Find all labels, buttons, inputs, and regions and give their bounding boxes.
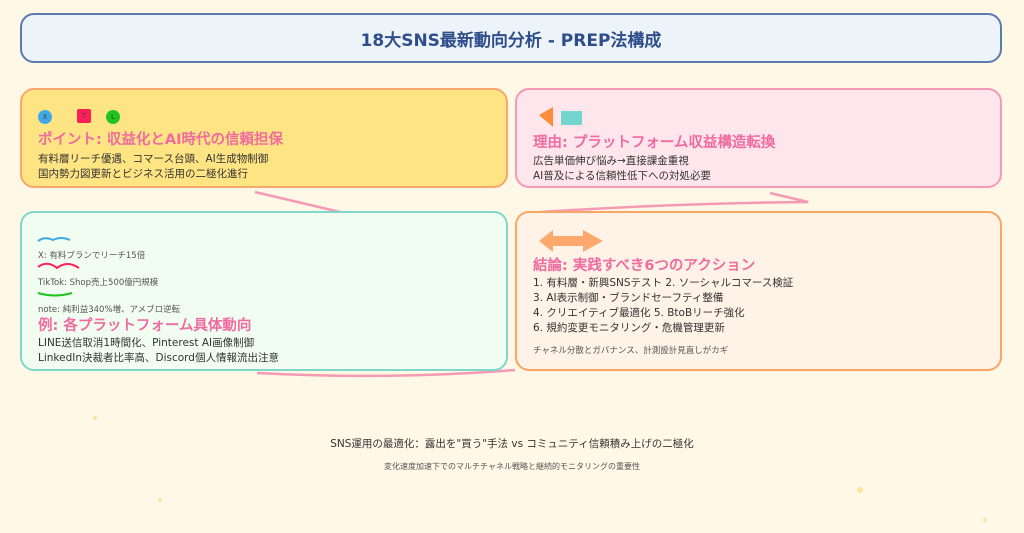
connector-reason-conclusion <box>539 191 809 214</box>
sparkle <box>983 518 987 522</box>
reason-line: 広告単価伸び悩み→直接課金重視 <box>533 155 689 167</box>
point-line: 国内勢力図更新とビジネス活用の二極化進行 <box>38 168 248 180</box>
wave-icon-x <box>37 237 71 242</box>
double-arrow-icon <box>539 230 603 252</box>
reason-line: AI普及による信頼性低下への対処必要 <box>533 170 711 182</box>
example-heading: 例: 各プラットフォーム具体動向 <box>38 318 252 334</box>
x-logo-icon: X <box>38 110 52 124</box>
example-box: X: 有料プランでリーチ15倍 TikTok: Shop売上500億円規模 no… <box>20 211 508 371</box>
conclusion-note: チャネル分散とガバナンス、計測設計見直しがカギ <box>533 346 729 356</box>
shapes-icon <box>539 107 582 127</box>
reason-box: 理由: プラットフォーム収益構造転換 広告単価伸び悩み→直接課金重視 AI普及に… <box>515 88 1002 188</box>
point-box: X T L ポイント: 収益化とAI時代の信頼担保 有料層リーチ優遇、コマース台… <box>20 88 508 188</box>
tiktok-logo-icon: T <box>77 109 91 123</box>
action-line: 4. クリエイティブ最適化 5. BtoBリーチ強化 <box>533 307 745 319</box>
trend-tiktok: TikTok: Shop売上500億円規模 <box>38 278 159 288</box>
sparkle <box>857 487 863 493</box>
sparkle <box>93 416 97 420</box>
action-line: 3. AI表示制御・ブランドセーフティ整備 <box>533 292 724 304</box>
sparkle <box>158 498 162 502</box>
wave-icon-tiktok <box>37 262 80 270</box>
footer-main: SNS運用の最適化：露出を"買う"手法 vs コミュニティ信頼積み上げの二極化 <box>330 438 694 450</box>
x-icon-label: X <box>42 113 48 121</box>
connector-point-example <box>254 190 341 214</box>
action-line: 6. 規約変更モニタリング・危機管理更新 <box>533 322 725 334</box>
example-line: LinkedIn決裁者比率高、Discord個人情報流出注意 <box>38 352 279 364</box>
line-logo-icon: L <box>106 110 120 124</box>
point-line: 有料層リーチ優遇、コマース台頭、AI生成物制御 <box>38 153 269 165</box>
reason-heading: 理由: プラットフォーム収益構造転換 <box>533 135 776 151</box>
conclusion-box: 結論: 実践すべき6つのアクション 1. 有料層・新興SNSテスト 2. ソーシ… <box>515 211 1002 371</box>
trend-note: note: 純利益340%増、アメブロ逆転 <box>38 305 181 315</box>
footer-sub: 変化速度加速下でのマルチチャネル戦略と継続的モニタリングの重要性 <box>384 462 640 471</box>
tiktok-icon-label: T <box>81 112 87 120</box>
trend-x: X: 有料プランでリーチ15倍 <box>38 251 146 261</box>
action-line: 1. 有料層・新興SNSテスト 2. ソーシャルコマース検証 <box>533 277 794 289</box>
conclusion-heading: 結論: 実践すべき6つのアクション <box>533 258 756 274</box>
point-heading: ポイント: 収益化とAI時代の信頼担保 <box>38 132 283 148</box>
wave-icon-note <box>37 292 73 297</box>
example-line: LINE送信取消1時間化、Pinterest AI画像制御 <box>38 337 255 349</box>
line-icon-label: L <box>111 113 115 121</box>
title-banner: 18大SNS最新動向分析 - PREP法構成 <box>20 13 1002 63</box>
page-title: 18大SNS最新動向分析 - PREP法構成 <box>360 30 662 51</box>
